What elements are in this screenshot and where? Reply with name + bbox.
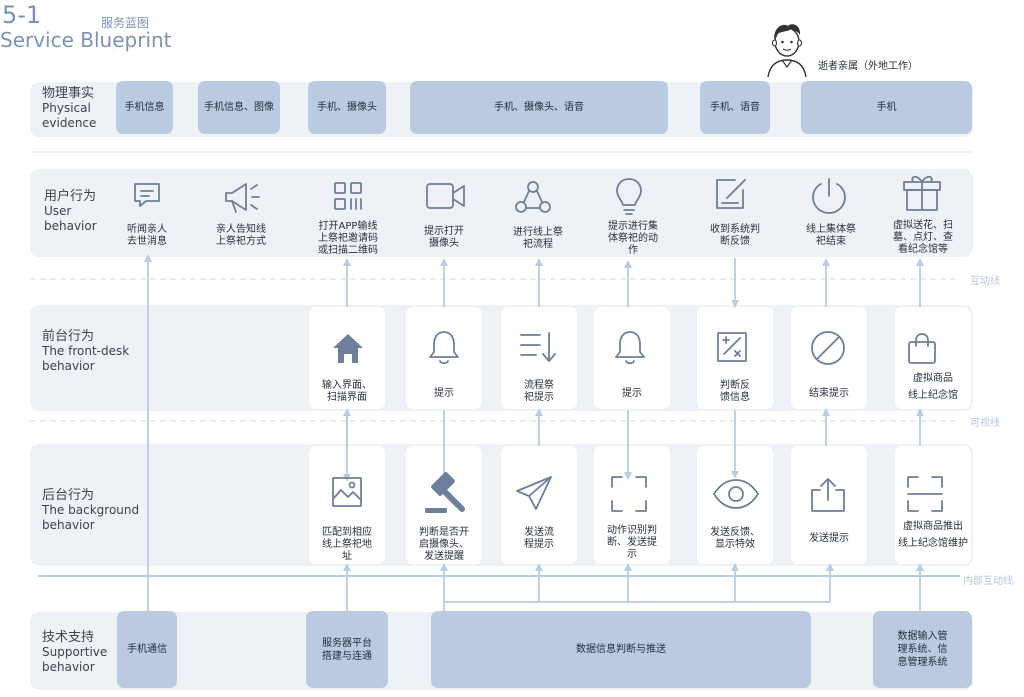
background-text: 发送提示 [809, 533, 849, 544]
user-behavior-text: 线上集体祭祀结束 [806, 224, 856, 247]
gavel-icon [425, 472, 465, 513]
front-box [895, 307, 971, 409]
front-desk-text: 结束提示 [809, 388, 849, 399]
list-sort-icon [520, 332, 556, 362]
persona-label: 逝者亲属（外地工作） [818, 61, 918, 72]
evidence-chip: 手机 [801, 81, 972, 134]
back-box [594, 446, 670, 564]
shopping-bag-icon [908, 333, 936, 364]
background-text: 匹配到相应线上祭祀地址 [322, 527, 372, 562]
front-box [594, 307, 670, 409]
evidence-chip: 手机、摄像头、语音 [410, 81, 668, 134]
edit-icon [716, 179, 746, 209]
user-behavior-text: 虚拟送花、扫墓、点灯、查看纪念馆等 [893, 220, 953, 255]
background-text: 判断是否开启摄像头、发送提醒 [419, 527, 469, 562]
user-behavior-text: 提示打开摄像头 [424, 226, 464, 249]
front-desk-text: 虚拟商品线上纪念馆 [908, 373, 958, 401]
front-desk-text: 流程祭祀提示 [524, 380, 554, 403]
front-box [697, 307, 773, 409]
user-behavior-text: 打开APP输线上祭祀邀请码或扫描二维码 [318, 221, 378, 256]
lightbulb-icon [616, 178, 642, 215]
evidence-chip: 手机、摄像头 [308, 81, 386, 134]
megaphone-icon [225, 183, 260, 213]
support-chip: 服务器平台搭建与连通 [306, 611, 388, 688]
chat-icon [134, 183, 160, 207]
front-desk-text: 输入界面、扫描界面 [322, 380, 372, 403]
title-cn: 服务蓝图 [101, 16, 150, 30]
back-box [791, 446, 867, 564]
section-number: 5-1 [2, 1, 42, 29]
user-behavior-text: 提示进行集体祭祀的动作 [608, 221, 658, 256]
gift-icon [903, 175, 941, 211]
support-chip: 数据信息判断与推送 [431, 611, 811, 688]
front-box [501, 307, 577, 409]
send-icon [516, 476, 552, 510]
front-desk-text: 提示 [434, 388, 454, 399]
user-behavior-text: 亲人告知线上祭祀方式 [216, 224, 266, 247]
bell-icon [615, 331, 645, 365]
front-box [309, 307, 385, 409]
share-icon [811, 478, 845, 512]
stop-icon [811, 331, 845, 365]
evidence-chip: 手机信息 [116, 81, 173, 134]
image-icon [332, 477, 362, 507]
title-en: Service Blueprint [0, 28, 172, 52]
back-box [501, 446, 577, 564]
lane-user-behavior [30, 169, 973, 257]
person-avatar-icon [767, 24, 807, 78]
line-label-interaction: 互动线 [970, 276, 1000, 287]
user-behavior-text: 听闻亲人去世消息 [127, 224, 167, 247]
line-label-visibility: 可视线 [970, 418, 1000, 429]
background-text: 发送反馈、显示特效 [710, 527, 760, 550]
background-text: 虚拟商品推出线上纪念馆维护 [898, 521, 968, 549]
group-icon [515, 181, 551, 213]
home-icon [333, 334, 363, 363]
power-icon [812, 178, 846, 214]
scan-frame-icon [611, 476, 647, 512]
background-text: 动作识别判断、发送提示 [607, 525, 657, 560]
background-text: 发送流程提示 [524, 527, 554, 550]
front-desk-text: 判断反馈信息 [720, 380, 750, 403]
front-box [791, 307, 867, 409]
scan-icon [907, 476, 943, 512]
support-chip: 数据输入管理系统、信息管理系统 [873, 611, 972, 688]
eye-icon [713, 479, 759, 509]
evidence-chip: 手机信息、图像 [198, 81, 280, 134]
evidence-chip: 手机、语音 [700, 81, 770, 134]
qr-code-icon [334, 182, 362, 210]
support-chip: 手机通信 [117, 611, 177, 688]
bell-icon [429, 331, 459, 365]
user-behavior-text: 收到系统判断反馈 [710, 224, 760, 247]
front-desk-text: 提示 [622, 388, 642, 399]
front-box [406, 307, 482, 409]
video-camera-icon [426, 183, 465, 209]
judge-icon [717, 332, 747, 362]
user-behavior-text: 进行线上祭祀流程 [513, 227, 563, 250]
line-label-internal: 内部互动线 [963, 576, 1013, 587]
